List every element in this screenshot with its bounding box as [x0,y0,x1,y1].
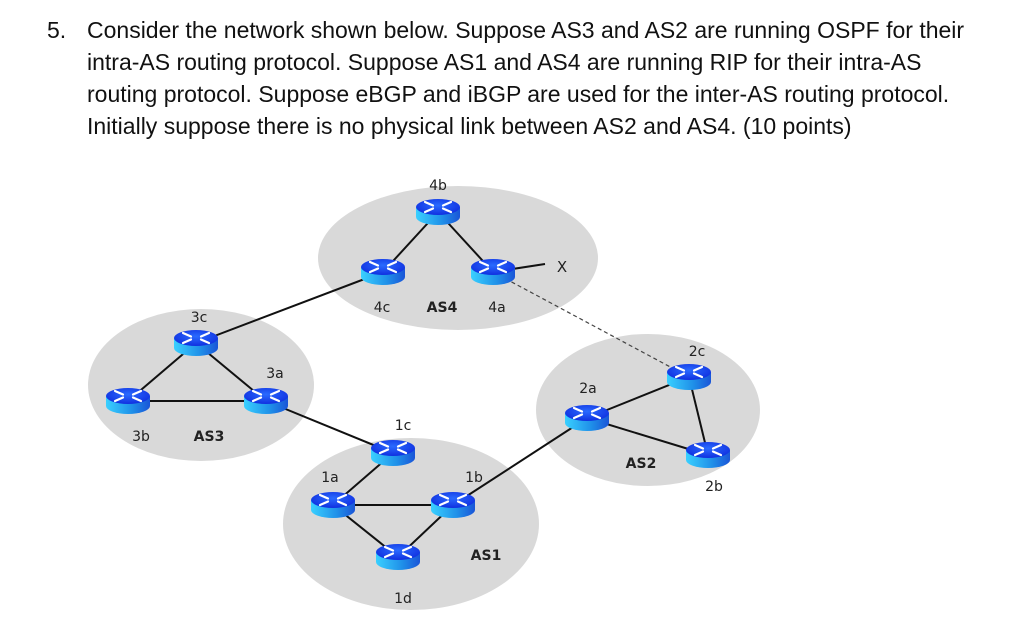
router-2a-icon [565,405,609,431]
as1-label: AS1 [471,548,502,564]
as3-region [88,309,314,461]
router-label-4c: 4c [374,300,391,316]
router-1d-icon [376,544,420,570]
link-4a-2c [492,271,690,378]
router-4a-icon [471,259,515,285]
router-label-3c: 3c [191,310,208,326]
as3-label: AS3 [194,429,225,445]
question-line: Consider the network shown below. Suppos… [87,17,965,43]
router-label-2c: 2c [689,344,706,360]
link-3a-1c [265,400,394,454]
router-3b-icon [106,388,150,414]
link-2c-2b [688,376,709,456]
router-label-1b: 1b [465,470,483,486]
router-3c-icon [174,330,218,356]
link-1b-2a [452,417,588,506]
router-1b-icon [431,492,475,518]
router-label-4a: 4a [488,300,506,316]
router-label-3a: 3a [266,366,284,382]
external-destination-x: X [557,258,567,276]
question-number: 5. [47,17,67,43]
router-2c-icon [667,364,711,390]
as2-label: AS2 [626,456,657,472]
router-label-1a: 1a [321,470,339,486]
router-1c-icon [371,440,415,466]
router-4c-icon [361,259,405,285]
router-1a-icon [311,492,355,518]
as4-label: AS4 [427,300,458,316]
router-label-1c: 1c [395,418,412,434]
router-4b-icon [416,199,460,225]
router-label-2b: 2b [705,479,723,495]
question-line: intra-AS routing protocol. Suppose AS1 a… [87,49,922,75]
router-2b-icon [686,442,730,468]
question-body: Consider the network shown below. Suppos… [87,14,1007,142]
router-label-1d: 1d [394,591,412,607]
router-label-2a: 2a [579,381,597,397]
router-label-4b: 4b [429,178,447,194]
question-line: routing protocol. Suppose eBGP and iBGP … [87,81,950,107]
question-line: Initially suppose there is no physical l… [87,113,852,139]
link-4c-3c [195,271,384,344]
router-3a-icon [244,388,288,414]
as4-region [318,186,598,330]
as1-region [283,438,539,610]
router-label-3b: 3b [132,429,150,445]
